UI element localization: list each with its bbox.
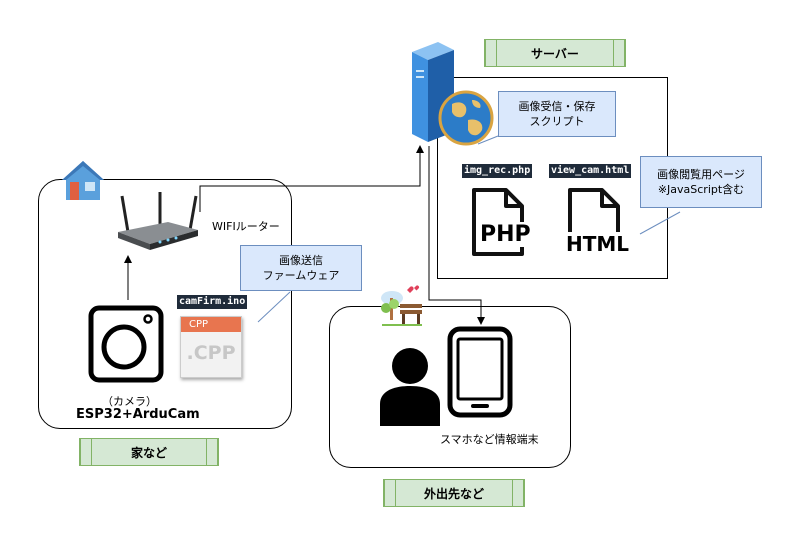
viewer-page-callout-line2: ※JavaScript含む xyxy=(657,183,745,196)
cpp-file-tab: CPP xyxy=(181,317,241,332)
board-label: ESP32+ArduCam xyxy=(76,407,200,422)
router-label: WIFIルーター xyxy=(212,220,280,233)
php-file-label: img_rec.php xyxy=(462,164,533,178)
firmware-file-label: camFirm.ino xyxy=(177,295,248,309)
home-region xyxy=(38,179,292,429)
home-tag-label: 家など xyxy=(130,445,167,460)
php-icon-text: PHP xyxy=(478,222,533,247)
viewer-page-callout-line1: 画像閲覧用ページ xyxy=(657,168,745,181)
html-file-label: view_cam.html xyxy=(549,164,632,178)
outside-tag: 外出先など xyxy=(383,479,525,507)
cpp-file-ext: .CPP xyxy=(186,342,236,364)
server-script-callout-line1: 画像受信・保存 xyxy=(518,100,596,113)
server-to-phone-arrow xyxy=(428,146,485,325)
router-icon xyxy=(118,192,198,250)
server-script-callout-line2: スクリプト xyxy=(529,115,585,128)
outside-tag-label: 外出先など xyxy=(423,486,484,501)
firmware-callout-line1: 画像送信 xyxy=(279,254,323,267)
globe-icon xyxy=(438,90,494,146)
viewer-page-callout: 画像閲覧用ページ ※JavaScript含む xyxy=(640,156,762,208)
terminal-label: スマホなど情報端末 xyxy=(440,433,539,446)
server-script-callout: 画像受信・保存 スクリプト xyxy=(498,91,616,137)
cpp-file-icon: CPP .CPP xyxy=(180,316,242,378)
house-icon xyxy=(62,161,104,200)
html-icon-text: HTML xyxy=(564,232,632,256)
server-tag: サーバー xyxy=(484,39,626,67)
camera-icon xyxy=(88,305,164,383)
viewer-callout-pointer xyxy=(639,211,681,235)
firmware-callout: 画像送信 ファームウェア xyxy=(240,245,362,291)
park-icon xyxy=(381,285,422,326)
server-tag-label: サーバー xyxy=(531,46,579,61)
script-callout-pointer xyxy=(477,135,499,145)
home-tag: 家など xyxy=(79,438,219,466)
firmware-callout-pointer xyxy=(257,291,291,323)
person-icon xyxy=(380,348,440,426)
router-to-server-arrow xyxy=(199,145,424,212)
smartphone-icon xyxy=(447,326,513,418)
camera-label: （カメラ） xyxy=(102,395,157,408)
firmware-callout-line2: ファームウェア xyxy=(262,269,340,282)
